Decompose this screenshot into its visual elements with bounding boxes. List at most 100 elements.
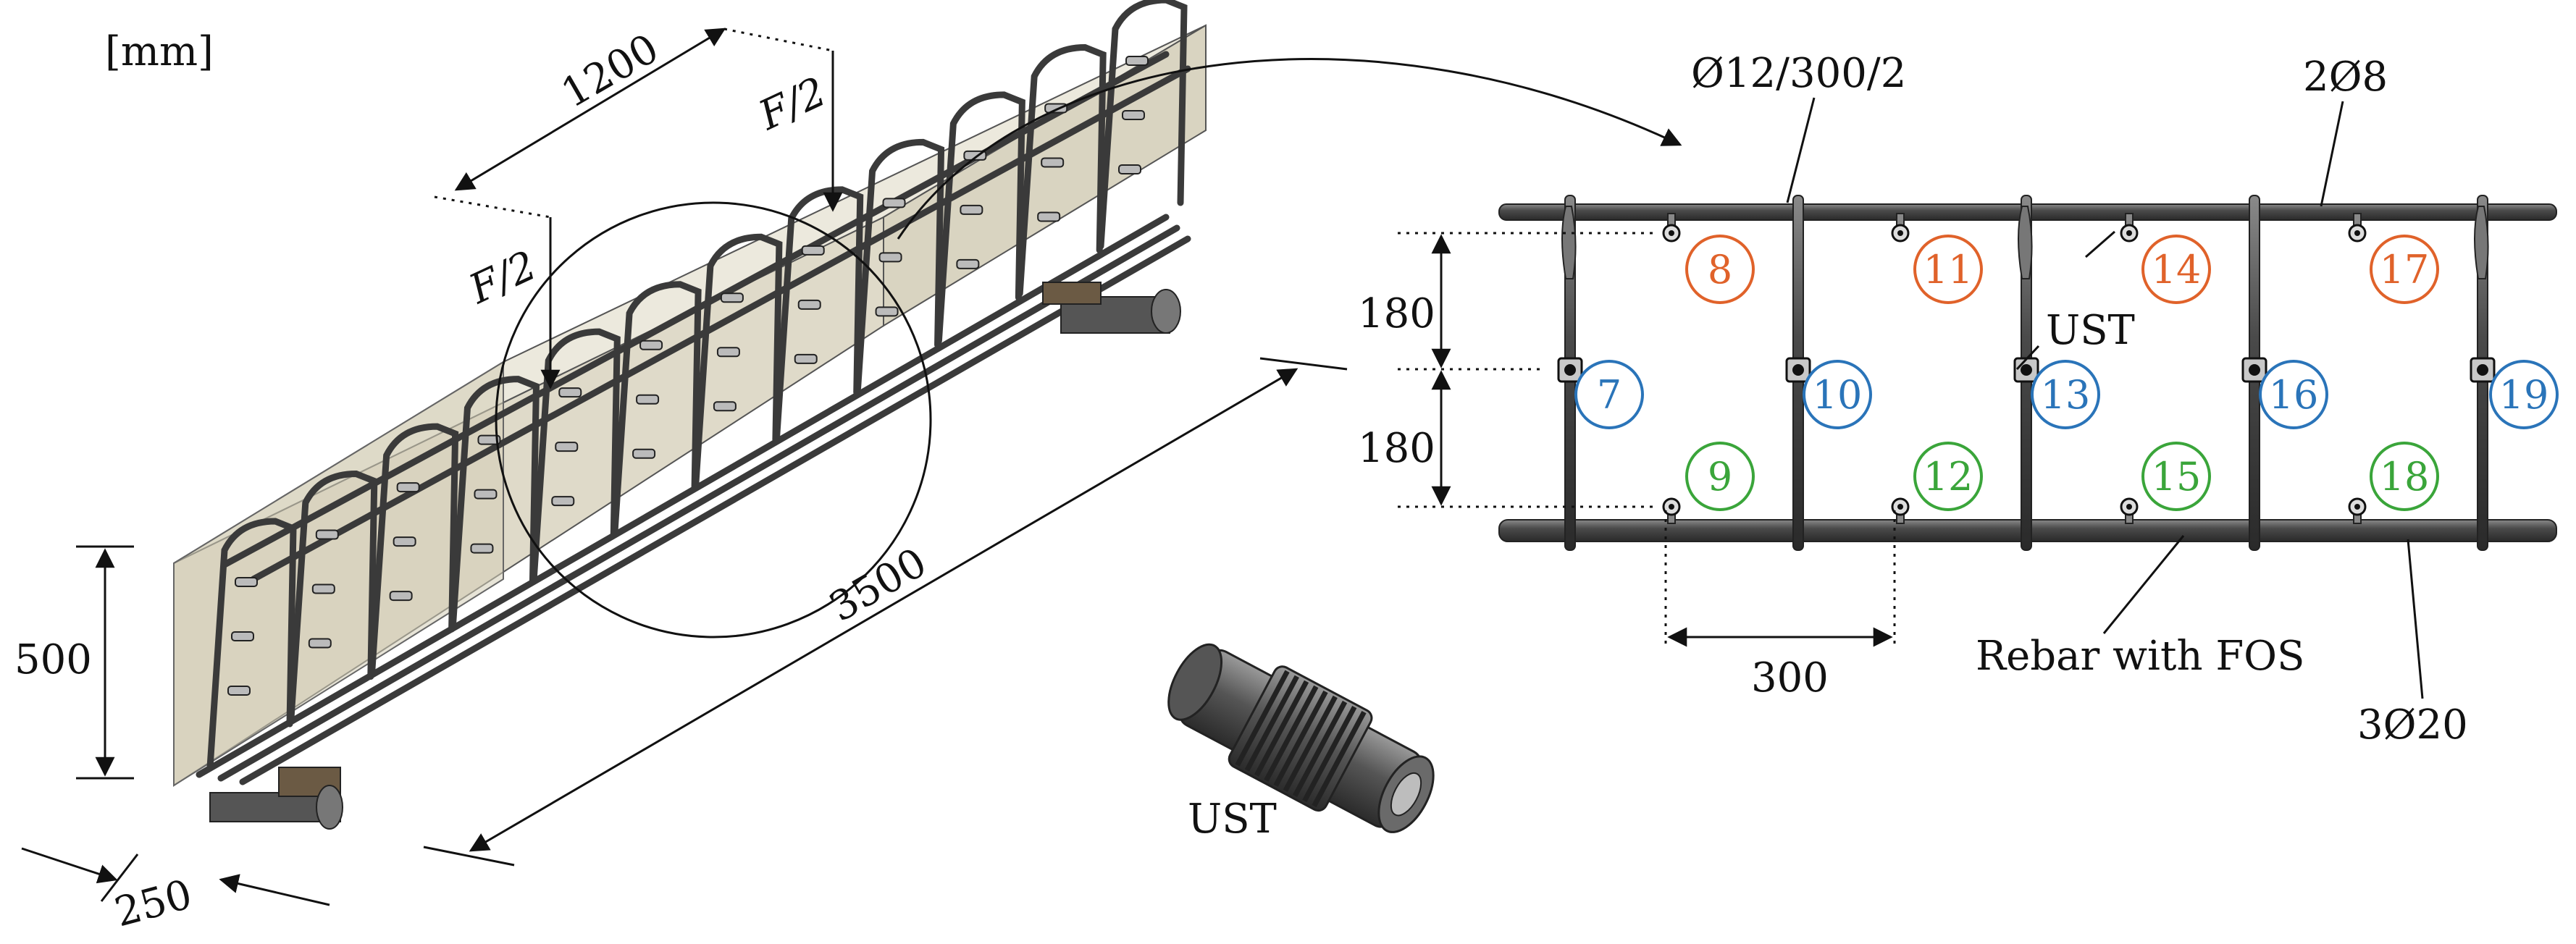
beam-stirrup	[288, 471, 378, 724]
beam-sensor-stub	[551, 496, 575, 507]
dim-250-ext	[100, 854, 139, 902]
beam-stirrup	[611, 281, 702, 534]
stirrup-hook	[2018, 206, 2033, 279]
beam-sensor-stub	[801, 245, 825, 256]
support-left	[209, 767, 343, 830]
sensor-number-13: 13	[2041, 372, 2091, 418]
beam-sensor-stub	[1044, 103, 1068, 114]
support-right	[1042, 282, 1181, 334]
sensor-circle-12	[1913, 442, 1983, 511]
beam-stirrup	[369, 423, 459, 676]
stirrup-spec-leader	[1786, 97, 1816, 203]
beam-sensor-stub	[720, 292, 744, 303]
beam-sensor-stub	[315, 529, 339, 540]
mid-mount-dot	[2021, 364, 2032, 376]
ust-hangers	[1662, 213, 2367, 524]
beam-sensor-stub	[235, 577, 258, 587]
sensor-number-7: 7	[1597, 372, 1621, 418]
sensor-number-19: 19	[2499, 372, 2549, 418]
dim-v2-text: 180	[1358, 425, 1435, 472]
ust-sensor-3d	[1167, 643, 1435, 833]
beam-sensor-stub	[882, 198, 906, 208]
dim-3500-line	[469, 368, 1299, 852]
bottom-ust-core	[1897, 504, 1903, 510]
dim-1200-line	[454, 28, 726, 191]
sensor-number-10: 10	[1813, 372, 1863, 418]
dim-500-text: 500	[14, 636, 92, 683]
dim-1200-ext-left	[434, 195, 551, 219]
sensor-circle-18	[2370, 442, 2439, 511]
beam-sensor-stub	[470, 543, 494, 554]
bottom-rebar-label: 3Ø20	[2357, 701, 2468, 749]
beam-sensor-stub	[396, 482, 420, 493]
top-ust-core	[2354, 230, 2360, 236]
beam-sensor-stub	[308, 638, 332, 649]
ust-sensor-label: UST	[1188, 796, 1277, 843]
beam-sensor-stub	[311, 583, 335, 594]
beam-sensor-stub	[875, 306, 899, 317]
sensor-circle-14	[2141, 235, 2211, 304]
bottom-ust-core	[1669, 504, 1674, 510]
ust-ridge	[1254, 680, 1309, 777]
sensor-circle-17	[2370, 235, 2439, 304]
beam-sensor-stub	[393, 536, 416, 547]
mid-mount-dot	[2249, 364, 2260, 376]
sensor-circle-19	[2489, 360, 2559, 429]
bottom-rebar-leader	[2407, 539, 2424, 699]
ust-ridge	[1264, 685, 1319, 782]
sensor-circle-15	[2141, 442, 2211, 511]
dim-h-text: 300	[1751, 654, 1829, 701]
beam-sensor-stub	[713, 401, 737, 412]
units-label: [mm]	[105, 28, 214, 75]
mid-mount-dot	[1564, 364, 1576, 376]
beam-stirrup	[773, 186, 864, 439]
beam-sensor-stub	[878, 252, 902, 263]
beam-stirrup	[935, 91, 1025, 345]
ust-ridge	[1244, 675, 1299, 772]
top-rebar-leader	[2320, 101, 2344, 207]
dim-250-arrow-left	[21, 847, 118, 884]
ust-ridge	[1283, 695, 1338, 792]
sensor-circle-7	[1574, 360, 1644, 429]
beam-sensor-stub	[558, 387, 582, 398]
sensor-circle-16	[2259, 360, 2328, 429]
ust-ridge	[1273, 690, 1328, 787]
dim-3500-ext-left	[423, 846, 515, 867]
beam-sensor-stub	[636, 394, 660, 405]
beam-sensor-stub	[555, 442, 579, 452]
ust-ridge	[1312, 711, 1367, 808]
beam-sensor-stub	[231, 631, 254, 641]
beam-sensor-stub	[474, 489, 498, 500]
beam-sensor-stub	[1041, 157, 1065, 168]
mid-sensor-mounts	[1557, 357, 2496, 383]
stirrup-hook	[1561, 206, 1577, 279]
beam-sensor-stub	[1118, 164, 1141, 174]
fos-leader	[2102, 535, 2185, 634]
fos-label: Rebar with FOS	[1976, 633, 2304, 680]
beam-sensor-stub	[1125, 56, 1149, 66]
sensor-circle-13	[2031, 360, 2100, 429]
dim-250-arrow-right	[219, 874, 330, 906]
sensor-circle-9	[1685, 442, 1755, 511]
dim-3500-ext-right	[1259, 357, 1348, 371]
bottom-ust-core	[2354, 504, 2360, 510]
beam-sensor-stub	[227, 686, 251, 696]
beam-stirrup	[1097, 0, 1188, 250]
load-right-text: F/2	[752, 68, 834, 140]
stirrup-hook	[2474, 206, 2489, 279]
callout-arrow	[897, 58, 1682, 240]
sensor-circle-11	[1913, 235, 1983, 304]
ust-detail-leader-1	[2015, 345, 2040, 371]
beam-3d: [mm] 1200 F/2 F/2 500 250 3500	[14, 0, 1682, 937]
ust-ridge	[1235, 670, 1290, 767]
dim-3500-text: 3500	[822, 539, 935, 632]
stirrup-spec-label: Ø12/300/2	[1691, 50, 1906, 97]
bottom-ust-core	[2126, 504, 2132, 510]
beam-sensor-stub	[797, 299, 821, 310]
top-ust-core	[2126, 230, 2132, 236]
sensor-number-12: 12	[1923, 454, 1973, 500]
sensor-number-11: 11	[1923, 247, 1973, 292]
sensor-circle-8	[1685, 235, 1755, 304]
